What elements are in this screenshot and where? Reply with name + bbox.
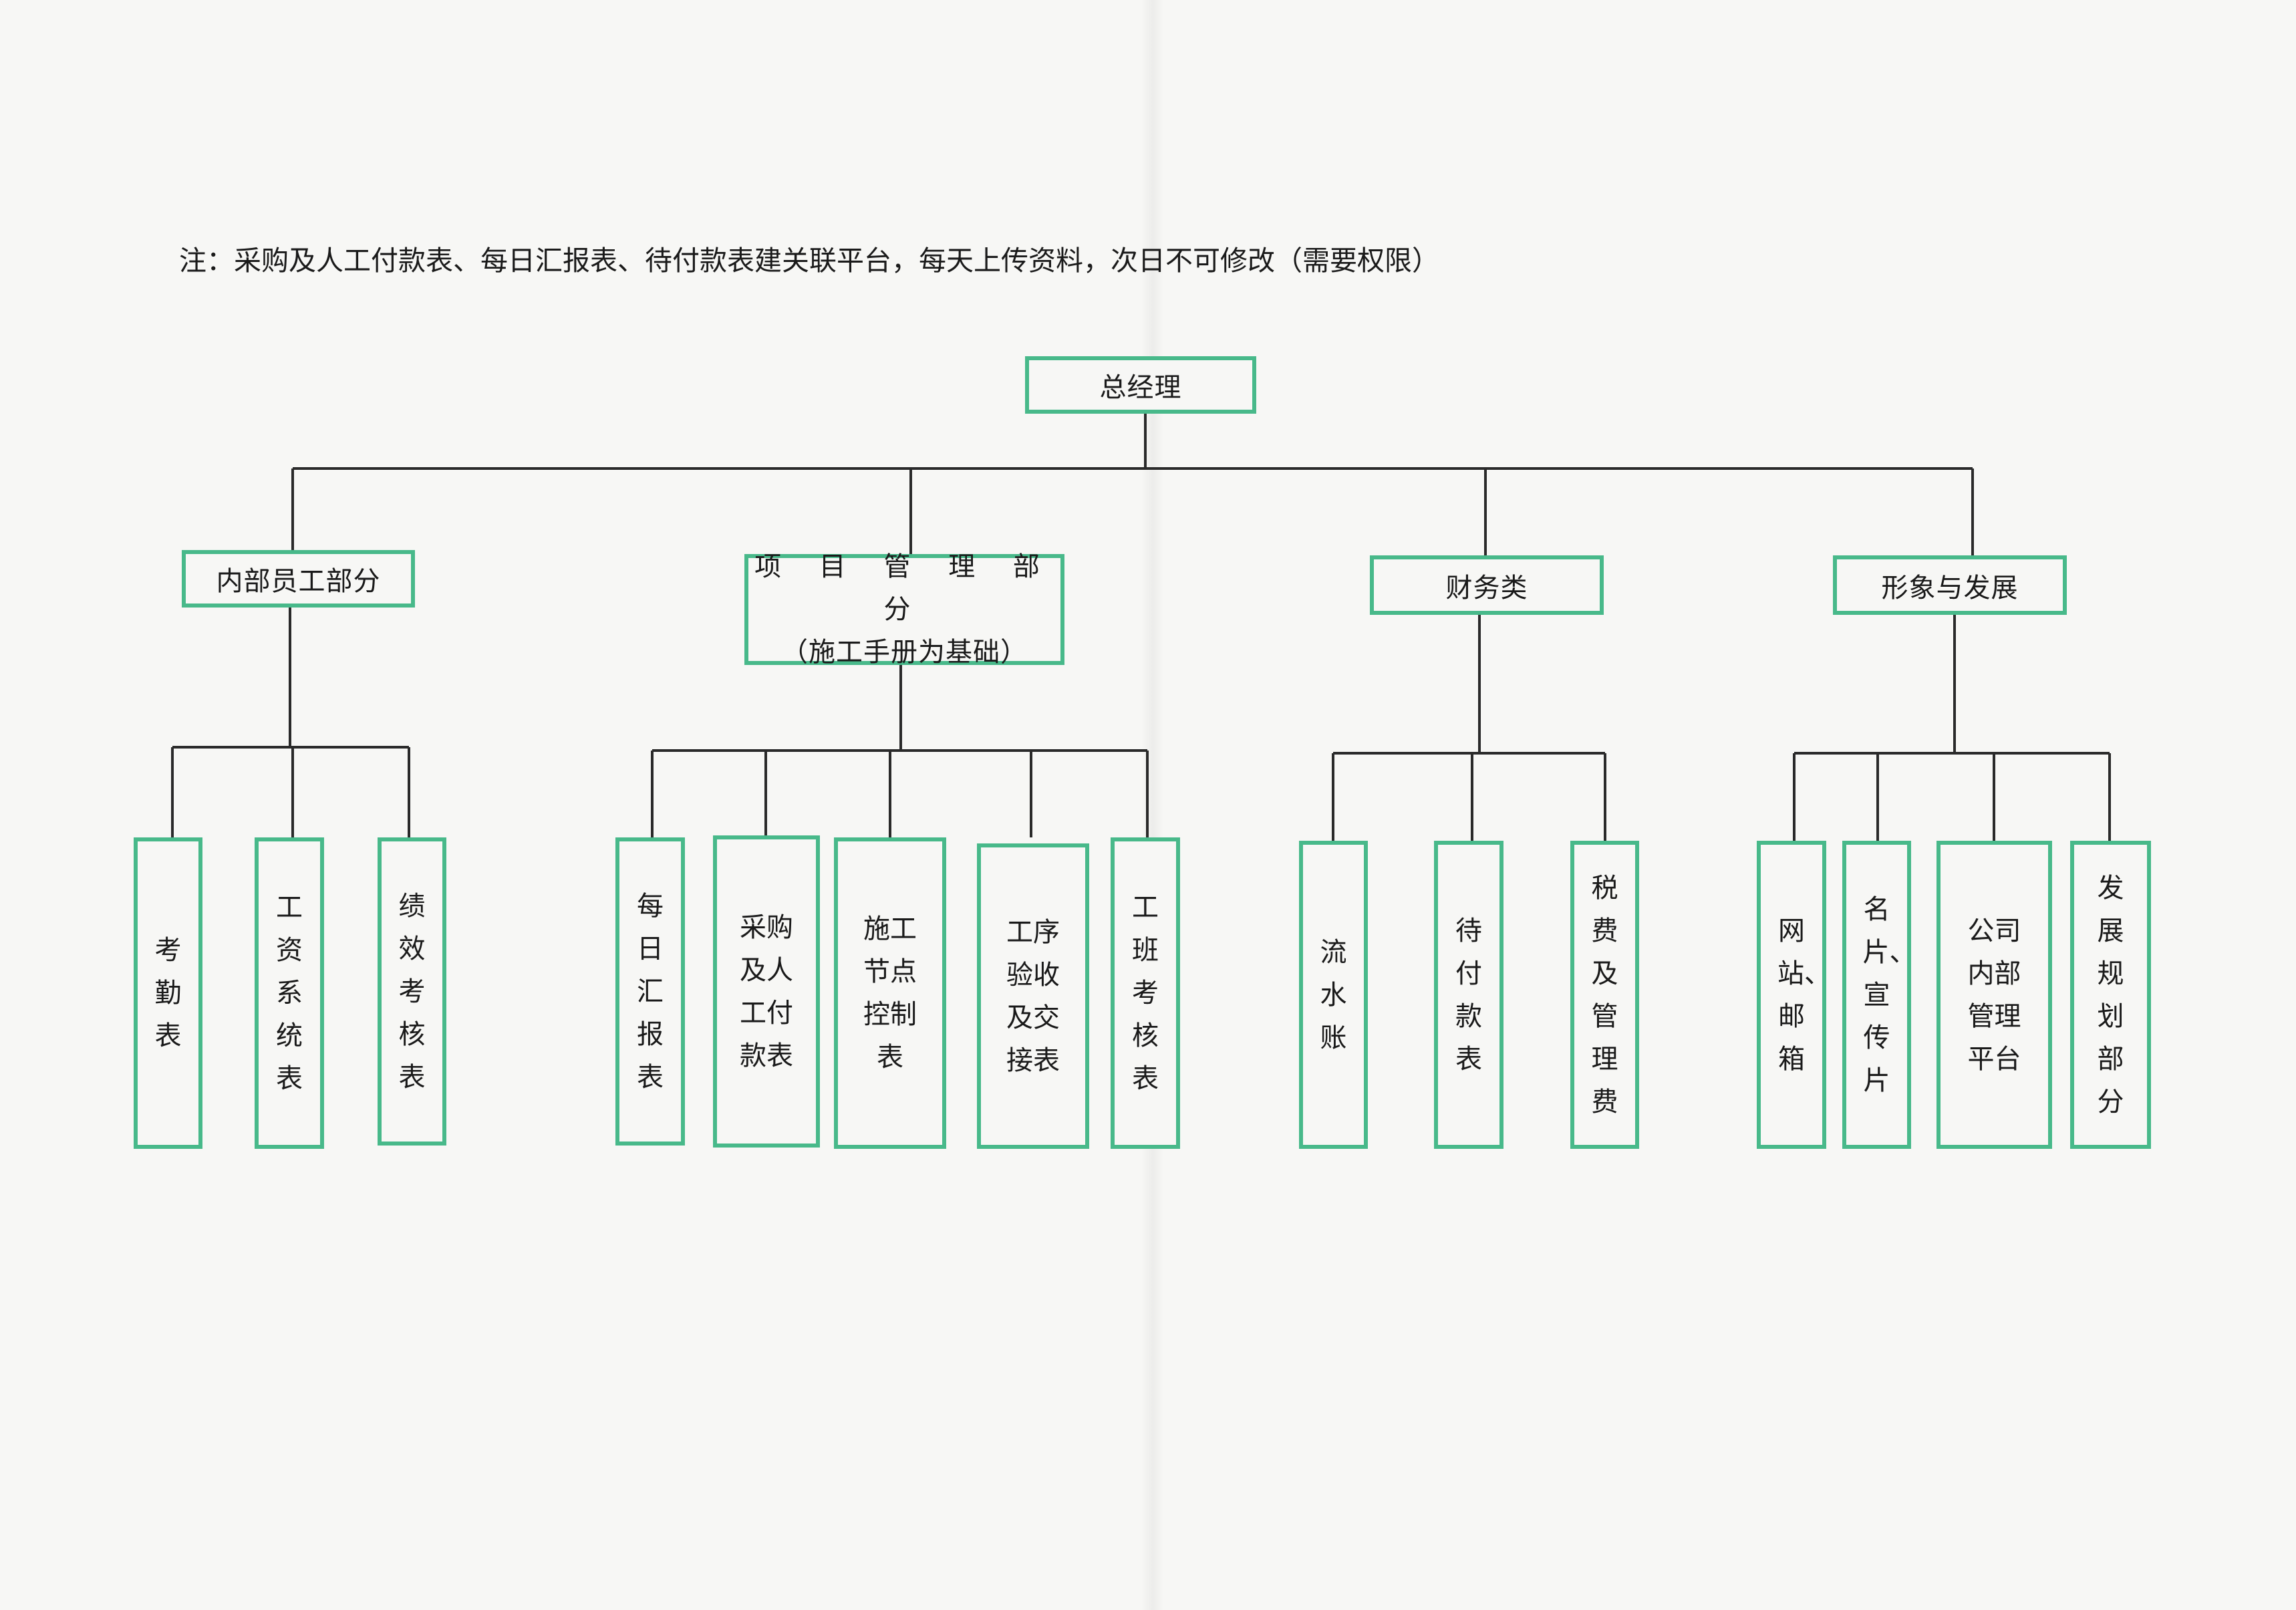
root-node: 总经理 [1025, 356, 1256, 414]
root-label: 总经理 [1099, 372, 1182, 403]
item-label: 名片、宣传片 [1862, 894, 1916, 1096]
item-node: 采购及人工付款表 [713, 835, 820, 1148]
note-text: 注：采购及人工付款表、每日汇报表、待付款表建关联平台，每天上传资料，次日不可修改… [179, 245, 1439, 277]
item-label: 绩效考核表 [398, 890, 426, 1093]
item-label: 发展规划部分 [2097, 872, 2124, 1117]
dept-node-image-development: 形象与发展 [1833, 555, 2067, 615]
item-node: 公司内部管理平台 [1936, 841, 2052, 1149]
item-node: 每日汇报表 [615, 837, 685, 1146]
item-label: 每日汇报表 [637, 890, 664, 1093]
item-node: 绩效考核表 [378, 837, 446, 1146]
item-node: 发展规划部分 [2070, 841, 2151, 1149]
item-label: 网站、邮箱 [1777, 915, 1831, 1075]
item-node: 工序验收及交接表 [977, 843, 1089, 1149]
item-label: 施工节点控制表 [863, 914, 917, 1073]
item-label: 工班考核表 [1132, 892, 1159, 1094]
item-node: 税费及管理费 [1570, 841, 1639, 1149]
dept-sublabel: （施工手册为基础） [781, 637, 1028, 668]
item-node: 工资系统表 [255, 837, 324, 1149]
dept-label: 财务类 [1445, 572, 1528, 603]
item-node: 待付款表 [1434, 841, 1503, 1149]
dept-node-internal-staff: 内部员工部分 [182, 550, 415, 608]
dept-label: 内部员工部分 [216, 566, 381, 597]
paper-fold [1141, 0, 1164, 1610]
item-node: 施工节点控制表 [834, 837, 946, 1149]
item-node: 流水账 [1299, 841, 1368, 1149]
item-label: 待付款表 [1455, 915, 1482, 1075]
item-node: 名片、宣传片 [1842, 841, 1916, 1149]
dept-label: 项 目 管 理 部 分 [754, 551, 1054, 625]
item-label: 工资系统表 [276, 892, 303, 1094]
dept-node-project-management: 项 目 管 理 部 分 （施工手册为基础） [744, 551, 1064, 668]
item-label: 公司内部管理平台 [1967, 915, 2021, 1075]
dept-label: 形象与发展 [1881, 572, 2019, 603]
item-label: 流水账 [1320, 936, 1347, 1053]
dept-node-finance: 财务类 [1370, 555, 1604, 615]
item-label: 采购及人工付款表 [740, 912, 793, 1071]
item-label: 工序验收及交接表 [1006, 916, 1060, 1076]
item-label: 考勤表 [154, 935, 182, 1051]
item-node: 考勤表 [134, 837, 202, 1149]
item-node: 工班考核表 [1111, 837, 1180, 1149]
item-node: 网站、邮箱 [1757, 841, 1831, 1149]
item-label: 税费及管理费 [1591, 872, 1618, 1117]
